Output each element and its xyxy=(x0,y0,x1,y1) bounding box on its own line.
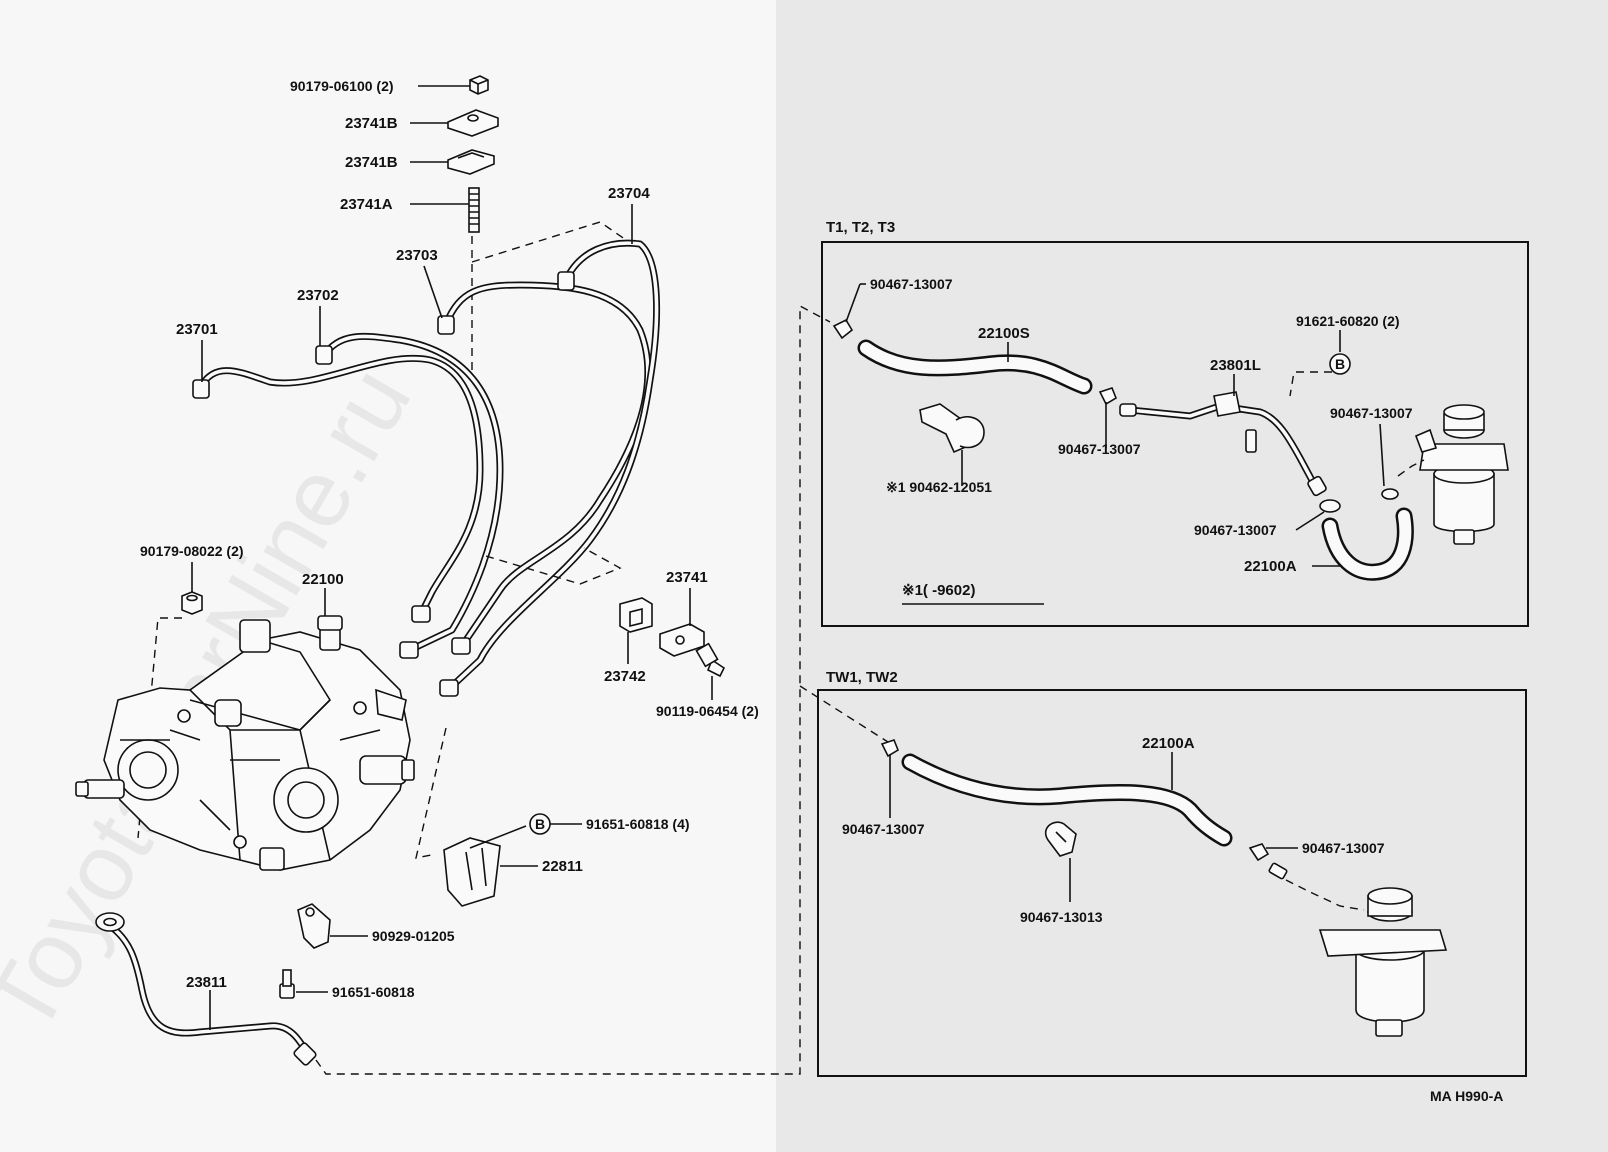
marker-b-left-text: B xyxy=(535,816,545,832)
pipe-23801L[interactable] xyxy=(1119,391,1327,497)
clamp-90929-01205[interactable] xyxy=(297,903,331,949)
label-t-90467-13007-c: 90467-13007 xyxy=(1330,405,1413,421)
clamp-23741B-lower[interactable] xyxy=(447,149,495,175)
label-t-90467-13007-d: 90467-13007 xyxy=(1194,522,1277,538)
nut-90179-08022[interactable] xyxy=(181,591,203,615)
panel-tw-series xyxy=(817,689,1527,1077)
clip-90467-13007-t-d[interactable] xyxy=(1319,499,1341,513)
label-t-22100S: 22100S xyxy=(978,325,1030,342)
clamp-90462-12051[interactable] xyxy=(919,403,985,454)
hose-22100A-t[interactable] xyxy=(1321,507,1414,581)
label-91651-60818: 91651-60818 xyxy=(332,984,415,1000)
marker-b-right-text: B xyxy=(1335,356,1345,372)
panel-t-title: T1, T2, T3 xyxy=(826,219,895,236)
bracket-22811[interactable] xyxy=(443,837,501,907)
label-tw-90467-13007-a: 90467-13007 xyxy=(842,821,925,837)
bolt-90119-06454[interactable] xyxy=(695,642,726,678)
pipe-nut-23701 xyxy=(192,379,210,399)
label-tw-90467-13013: 90467-13013 xyxy=(1020,909,1103,925)
short-pipe-tw xyxy=(1268,862,1365,911)
label-23703: 23703 xyxy=(396,247,438,264)
label-91651-60818-4: 91651-60818 (4) xyxy=(586,816,690,832)
label-23701: 23701 xyxy=(176,321,218,338)
clamp-23741B-upper[interactable] xyxy=(447,109,499,137)
fuel-filter-t[interactable] xyxy=(1414,404,1509,545)
panel-t-series xyxy=(821,241,1529,627)
clamp-23742[interactable] xyxy=(619,597,653,633)
label-t-22100A: 22100A xyxy=(1244,558,1297,575)
label-23702: 23702 xyxy=(297,287,339,304)
injection-pipe-23704[interactable] xyxy=(446,239,661,692)
right-shaded-area xyxy=(776,0,1608,1152)
label-t-90467-13007-a: 90467-13007 xyxy=(870,276,953,292)
label-90929-01205: 90929-01205 xyxy=(372,928,455,944)
label-90179-08022: 90179-08022 (2) xyxy=(140,543,244,559)
clip-90467-13007-t-b[interactable] xyxy=(1098,387,1117,406)
label-23811: 23811 xyxy=(186,974,227,991)
label-23741: 23741 xyxy=(666,569,708,586)
clip-90467-13007-t-a[interactable] xyxy=(832,318,854,340)
label-23741B-upper: 23741B xyxy=(345,115,398,132)
label-t-90462-12051: ※1 90462-12051 xyxy=(886,479,992,495)
fuel-pipe-23811[interactable] xyxy=(95,912,317,1066)
label-22100: 22100 xyxy=(302,571,344,588)
label-22811: 22811 xyxy=(542,858,583,875)
panel-tw-title: TW1, TW2 xyxy=(826,669,898,686)
clip-90467-13007-t-c[interactable] xyxy=(1381,488,1399,500)
stud-23741A[interactable] xyxy=(468,187,480,233)
injection-pipe-23703[interactable] xyxy=(442,281,652,650)
label-tw-90467-13007-b: 90467-13007 xyxy=(1302,840,1385,856)
label-t-90467-13007-b: 90467-13007 xyxy=(1058,441,1141,457)
label-23742: 23742 xyxy=(604,668,646,685)
label-90119-06454: 90119-06454 (2) xyxy=(656,703,759,719)
label-23741A: 23741A xyxy=(340,196,393,213)
pipe-nut-lower-3 xyxy=(451,637,471,655)
label-t-91621-60820: 91621-60820 (2) xyxy=(1296,313,1400,329)
clamp-90467-13013[interactable] xyxy=(1044,821,1077,857)
hose-22100S[interactable] xyxy=(857,339,1093,395)
label-tw-22100A: 22100A xyxy=(1142,735,1195,752)
label-23741B-lower: 23741B xyxy=(345,154,398,171)
panel-t-note: ※1( -9602) xyxy=(902,582,975,599)
clip-90467-13007-tw-a[interactable] xyxy=(880,739,899,758)
pipe-nut-lower-1 xyxy=(411,605,431,623)
injection-pipe-23701[interactable] xyxy=(196,354,484,620)
hose-22100A-tw[interactable] xyxy=(901,753,1233,847)
pipe-nut-23702 xyxy=(315,345,333,365)
clip-90467-13007-tw-b[interactable] xyxy=(1248,843,1270,862)
pipe-nut-23704 xyxy=(557,271,575,291)
nut-90179-06100[interactable] xyxy=(469,75,489,95)
pipe-nut-23703 xyxy=(437,315,455,335)
bolt-91651-60818[interactable] xyxy=(279,969,295,999)
diagram-code: MA H990-A xyxy=(1430,1088,1503,1104)
pipe-nut-lower-4 xyxy=(439,679,459,697)
fuel-filter-tw[interactable] xyxy=(1318,887,1448,1037)
label-23704: 23704 xyxy=(608,185,650,202)
label-t-23801L: 23801L xyxy=(1210,357,1261,374)
pipe-nut-lower-2 xyxy=(399,641,419,659)
injection-pipe-23702[interactable] xyxy=(320,332,504,654)
injection-pump-22100[interactable] xyxy=(75,615,415,871)
marker-b-right xyxy=(1329,353,1351,375)
label-90179-06100: 90179-06100 (2) xyxy=(290,78,394,94)
